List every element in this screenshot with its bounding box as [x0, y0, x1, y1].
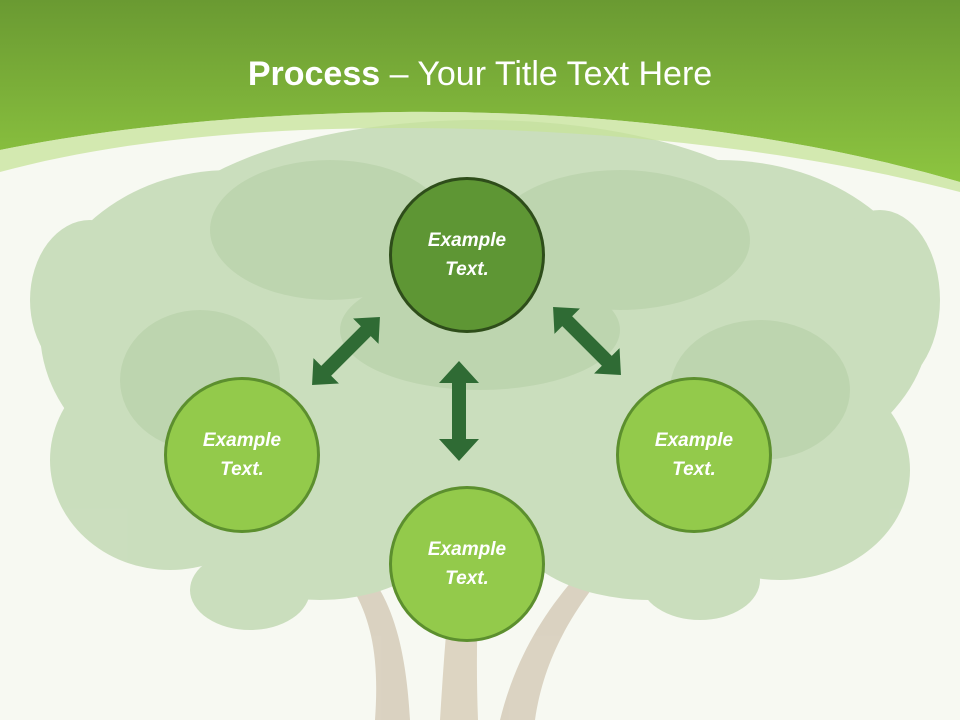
node-bottom: Example Text.: [389, 486, 545, 642]
header-band: [0, 0, 960, 182]
arrow-right-top: [553, 307, 621, 375]
arrow-left-top: [312, 317, 380, 385]
slide-title: Process – Your Title Text Here: [0, 52, 960, 96]
node-top: Example Text.: [389, 177, 545, 333]
node-bottom-label: Example Text.: [427, 539, 507, 589]
header-swoosh: [0, 111, 960, 192]
title-rest-part: – Your Title Text Here: [380, 55, 713, 93]
node-top-label: Example Text.: [427, 230, 507, 280]
node-left-label: Example Text.: [202, 430, 282, 480]
node-left: Example Text.: [164, 377, 320, 533]
title-bold-part: Process: [247, 55, 381, 93]
node-right-label: Example Text.: [654, 430, 734, 480]
node-right: Example Text.: [616, 377, 772, 533]
arrow-vertical: [439, 361, 479, 461]
